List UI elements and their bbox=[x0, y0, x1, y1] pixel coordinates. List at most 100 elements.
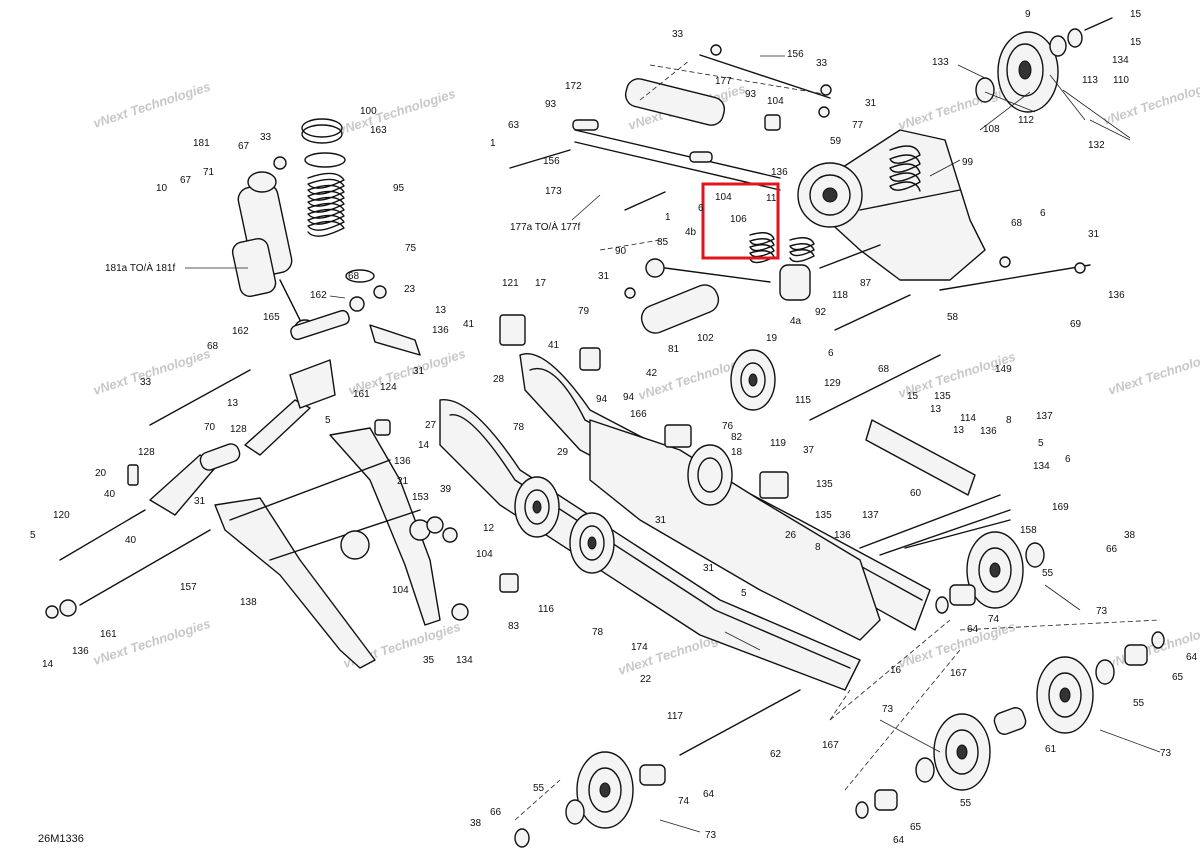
callout: 6 bbox=[1065, 454, 1071, 465]
callout: 15 bbox=[1130, 9, 1142, 20]
figure-id: 26M1336 bbox=[38, 833, 84, 845]
callout: 73 bbox=[1096, 606, 1108, 617]
callout: 156 bbox=[787, 49, 804, 60]
callout: 169 bbox=[1052, 502, 1069, 513]
callout: 124 bbox=[380, 382, 397, 393]
callout: 136 bbox=[1108, 290, 1125, 301]
callout: 20 bbox=[95, 468, 107, 479]
callout: 15 bbox=[1130, 37, 1142, 48]
callout: 8 bbox=[1006, 415, 1012, 426]
callout: 136 bbox=[394, 456, 411, 467]
fasteners bbox=[45, 44, 1086, 621]
callout: 67 bbox=[180, 175, 192, 186]
callout: 22 bbox=[640, 674, 652, 685]
watermark: vNext Technologies bbox=[91, 79, 212, 131]
callout: 74 bbox=[988, 614, 1000, 625]
callout: 79 bbox=[578, 306, 590, 317]
callout: 173 bbox=[545, 186, 562, 197]
callout: 65 bbox=[910, 822, 922, 833]
callout: 66 bbox=[1106, 544, 1118, 555]
callout: 116 bbox=[538, 604, 554, 615]
callout: 28 bbox=[493, 374, 505, 385]
callout: 6 bbox=[698, 203, 704, 214]
callout: 104 bbox=[476, 549, 493, 560]
watermark: vNext Technologies bbox=[1106, 346, 1200, 398]
callout: 31 bbox=[194, 496, 206, 507]
callout: 110 bbox=[1113, 75, 1129, 86]
callout: 129 bbox=[824, 378, 841, 389]
callout: 33 bbox=[260, 132, 272, 143]
callout: 14 bbox=[418, 440, 430, 451]
callout: 5 bbox=[741, 588, 747, 599]
callout: 137 bbox=[1036, 411, 1053, 422]
callout: 177a TO/À 177f bbox=[510, 220, 580, 233]
callout: 67 bbox=[238, 141, 250, 152]
rear-arm-99 bbox=[797, 129, 986, 281]
callout: 64 bbox=[893, 835, 905, 846]
callout: 95 bbox=[393, 183, 405, 194]
callout: 9 bbox=[1025, 9, 1031, 20]
callout: 11 bbox=[766, 193, 777, 204]
callout: 64 bbox=[1186, 652, 1198, 663]
callout: 55 bbox=[960, 798, 972, 809]
slide-rail-78 bbox=[439, 353, 931, 691]
callout: 66 bbox=[490, 807, 502, 818]
callout: 68 bbox=[1011, 218, 1023, 229]
callout: 128 bbox=[138, 447, 155, 458]
callout: 81 bbox=[668, 344, 680, 355]
rail-idler-wheels bbox=[514, 349, 776, 574]
callout: 87 bbox=[860, 278, 872, 289]
callout: 5 bbox=[325, 415, 331, 426]
idler-wheel-112 bbox=[975, 17, 1113, 113]
callout: 94 bbox=[623, 392, 635, 403]
callouts: 9 15 15 134 110 113 112 132 133 108 33 1… bbox=[30, 9, 1198, 846]
callout: 82 bbox=[731, 432, 743, 443]
callout: 74 bbox=[678, 796, 690, 807]
callout: 75 bbox=[405, 243, 417, 254]
callout: 181a TO/À 181f bbox=[105, 261, 175, 274]
callout: 4b bbox=[685, 227, 697, 238]
callout: 132 bbox=[1088, 140, 1105, 151]
callout: 33 bbox=[816, 58, 828, 69]
callout: 18 bbox=[731, 447, 743, 458]
callout: 68 bbox=[348, 271, 360, 282]
torsion-spring-106 bbox=[645, 232, 815, 301]
callout: 68 bbox=[878, 364, 890, 375]
callout: 158 bbox=[1020, 525, 1037, 536]
callout: 63 bbox=[508, 120, 520, 131]
callout: 5 bbox=[30, 530, 36, 541]
callout: 167 bbox=[822, 740, 839, 751]
callout: 135 bbox=[815, 510, 832, 521]
callout: 136 bbox=[980, 426, 997, 437]
callout: 93 bbox=[745, 89, 757, 100]
callout: 62 bbox=[770, 749, 782, 760]
callout: 40 bbox=[104, 489, 116, 500]
callout: 17 bbox=[535, 278, 547, 289]
callout: 6 bbox=[1040, 208, 1046, 219]
callout: 163 bbox=[370, 125, 387, 136]
callout: 23 bbox=[404, 284, 416, 295]
callout: 135 bbox=[816, 479, 833, 490]
callout: 5 bbox=[1038, 438, 1044, 449]
rear-shock-181 bbox=[231, 171, 316, 337]
cross-bars bbox=[859, 419, 1011, 556]
front-arm-138 bbox=[214, 427, 441, 669]
callout: 76 bbox=[722, 421, 734, 432]
callout: 99 bbox=[962, 157, 974, 168]
callout: 128 bbox=[230, 424, 247, 435]
callout: 136 bbox=[72, 646, 89, 657]
callout: 78 bbox=[513, 422, 525, 433]
callout: 83 bbox=[508, 621, 520, 632]
callout: 1 bbox=[665, 212, 671, 223]
callout: 108 bbox=[983, 124, 1000, 135]
callout: 58 bbox=[947, 312, 959, 323]
callout: 8 bbox=[815, 542, 821, 553]
callout: 172 bbox=[565, 81, 582, 92]
callout: 31 bbox=[703, 563, 715, 574]
callout: 4a bbox=[790, 316, 802, 327]
callout: 21 bbox=[397, 476, 409, 487]
callout: 31 bbox=[1088, 229, 1100, 240]
callout: 13 bbox=[930, 404, 942, 415]
callout: 135 bbox=[934, 391, 951, 402]
callout: 136 bbox=[834, 530, 851, 541]
